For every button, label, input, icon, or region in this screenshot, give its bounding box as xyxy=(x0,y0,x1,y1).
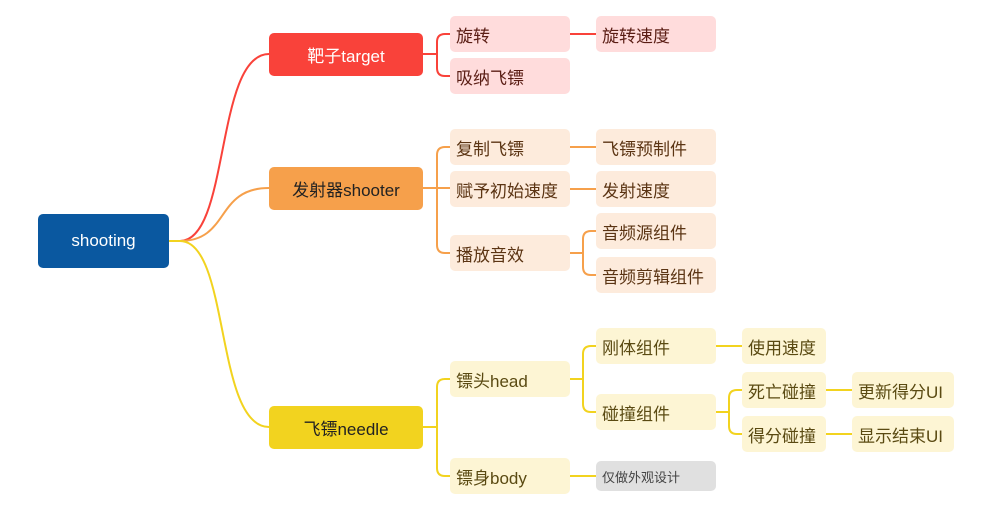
node-label: 镖头head xyxy=(456,371,528,391)
root-label: shooting xyxy=(71,231,136,250)
node-label: 播放音效 xyxy=(456,245,524,265)
node-label: 镖身body xyxy=(456,468,527,488)
node-launch-speed[interactable]: 发射速度 xyxy=(596,171,716,207)
connector-line xyxy=(436,146,450,188)
node-init-speed[interactable]: 赋予初始速度 xyxy=(450,171,570,207)
connector-line xyxy=(582,379,596,413)
node-show-end-ui[interactable]: 显示结束UI xyxy=(852,416,954,452)
node-label: 飞镖needle xyxy=(303,420,389,439)
node-label: 音频剪辑组件 xyxy=(602,267,704,287)
node-label: 仅做外观设计 xyxy=(602,469,681,485)
node-label: 得分碰撞 xyxy=(748,426,816,446)
node-label: 赋予初始速度 xyxy=(456,181,558,201)
node-target[interactable]: 靶子target xyxy=(269,33,423,76)
node-rotate-speed[interactable]: 旋转速度 xyxy=(596,16,716,52)
node-shooter[interactable]: 发射器shooter xyxy=(269,167,423,210)
node-appearance-only[interactable]: 仅做外观设计 xyxy=(596,461,716,491)
node-label: 旋转 xyxy=(456,26,490,46)
node-copy-dart[interactable]: 复制飞镖 xyxy=(450,129,570,165)
connector-line xyxy=(582,253,596,276)
connector-line xyxy=(436,378,450,427)
connector-line xyxy=(582,345,596,379)
node-collider[interactable]: 碰撞组件 xyxy=(596,394,716,430)
node-label: 飞镖预制件 xyxy=(602,139,687,159)
node-label: 使用速度 xyxy=(748,338,816,358)
node-label: 发射器shooter xyxy=(292,181,400,200)
node-label: 显示结束UI xyxy=(858,426,943,446)
node-audio-clip[interactable]: 音频剪辑组件 xyxy=(596,257,716,293)
connector-line xyxy=(169,240,270,428)
node-label: 发射速度 xyxy=(602,181,670,201)
node-death-collision[interactable]: 死亡碰撞 xyxy=(742,372,826,408)
node-absorb[interactable]: 吸纳飞镖 xyxy=(450,58,570,94)
node-label: 旋转速度 xyxy=(602,26,670,46)
node-label: 更新得分UI xyxy=(858,382,943,402)
node-update-score-ui[interactable]: 更新得分UI xyxy=(852,372,954,408)
connector-line xyxy=(436,188,450,254)
node-label: 刚体组件 xyxy=(602,338,670,358)
node-needle[interactable]: 飞镖needle xyxy=(269,406,423,449)
connector-line xyxy=(728,389,742,412)
node-dart-head[interactable]: 镖头head xyxy=(450,361,570,397)
node-label: 碰撞组件 xyxy=(602,404,670,424)
node-label: 靶子target xyxy=(307,47,385,66)
node-dart-body[interactable]: 镖身body xyxy=(450,458,570,494)
node-rigidbody[interactable]: 刚体组件 xyxy=(596,328,716,364)
connector-line xyxy=(169,187,270,242)
node-label: 吸纳飞镖 xyxy=(456,68,524,88)
connector-line xyxy=(169,53,270,242)
connector-line xyxy=(728,412,742,435)
connector-line xyxy=(436,33,450,54)
node-rotate[interactable]: 旋转 xyxy=(450,16,570,52)
node-play-sound[interactable]: 播放音效 xyxy=(450,235,570,271)
node-use-speed[interactable]: 使用速度 xyxy=(742,328,826,364)
node-score-collision[interactable]: 得分碰撞 xyxy=(742,416,826,452)
node-label: 复制飞镖 xyxy=(456,139,524,159)
connector-line xyxy=(436,427,450,477)
node-label: 死亡碰撞 xyxy=(748,382,816,402)
node-audio-source[interactable]: 音频源组件 xyxy=(596,213,716,249)
connector-line xyxy=(436,54,450,77)
node-dart-prefab[interactable]: 飞镖预制件 xyxy=(596,129,716,165)
root-node[interactable]: shooting xyxy=(38,214,169,268)
node-label: 音频源组件 xyxy=(602,223,687,243)
connector-line xyxy=(582,230,596,253)
